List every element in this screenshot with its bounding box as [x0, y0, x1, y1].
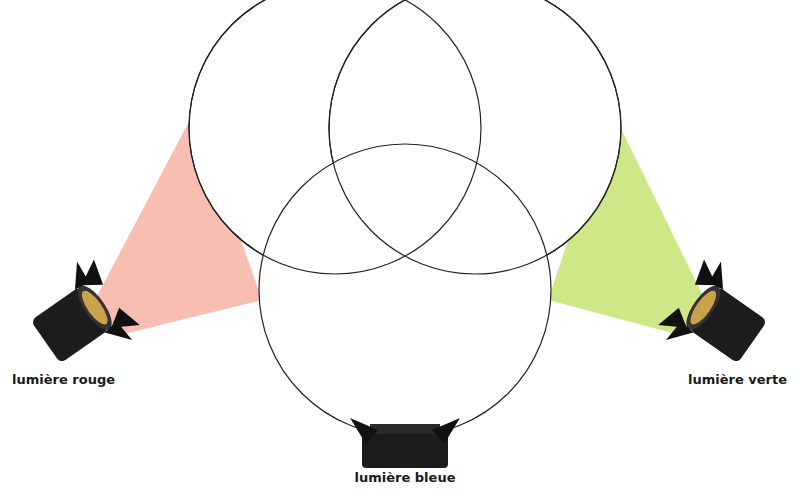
light-label: lumière rouge — [12, 372, 115, 388]
circle-outline — [189, 0, 481, 274]
light-label: lumière verte — [688, 372, 787, 388]
green-projector — [654, 253, 780, 382]
blue-circle — [259, 144, 551, 436]
circle-outline — [329, 0, 621, 274]
blue-projector — [350, 418, 460, 468]
red-projector — [18, 253, 144, 382]
light-label: lumière bleue — [355, 470, 456, 486]
